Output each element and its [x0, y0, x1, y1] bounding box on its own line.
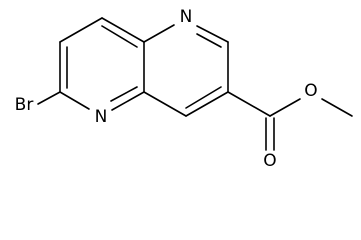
bond-n1-c2	[196, 25, 229, 43]
bond-c6-br	[37, 91, 61, 105]
bond-c3-c4	[185, 91, 229, 117]
bond-carbonyl-oester	[269, 98, 301, 117]
atom-label-oxygen-carbonyl: O	[263, 151, 276, 171]
left-ring-bonds	[37, 17, 145, 111]
bond-n5-c4a	[111, 91, 145, 111]
bond-c4-c4a	[143, 91, 187, 117]
atom-label-bromine: Br	[15, 95, 34, 115]
bond-n5-c4a-inner	[110, 86, 138, 102]
atom-label-nitrogen-top: N	[180, 7, 193, 27]
molecule-structure: Br N N O O	[15, 7, 353, 171]
bond-c8-c7	[59, 17, 103, 43]
bond-c6-n5	[59, 91, 90, 110]
atom-label-oxygen-ester: O	[304, 81, 317, 101]
bond-c3-c4-inner	[185, 86, 222, 109]
bond-oester-methyl	[321, 98, 353, 117]
bond-c8a-c8	[101, 17, 145, 43]
bond-c8a-c8-inner	[101, 25, 138, 48]
atom-label-nitrogen-bottom: N	[95, 107, 108, 127]
bond-n1-c2-inner	[196, 33, 222, 48]
ester-bonds	[227, 91, 353, 151]
bond-c8a-n1	[143, 24, 175, 43]
right-ring-bonds	[143, 24, 229, 117]
bond-c3-carbonyl	[227, 91, 271, 117]
